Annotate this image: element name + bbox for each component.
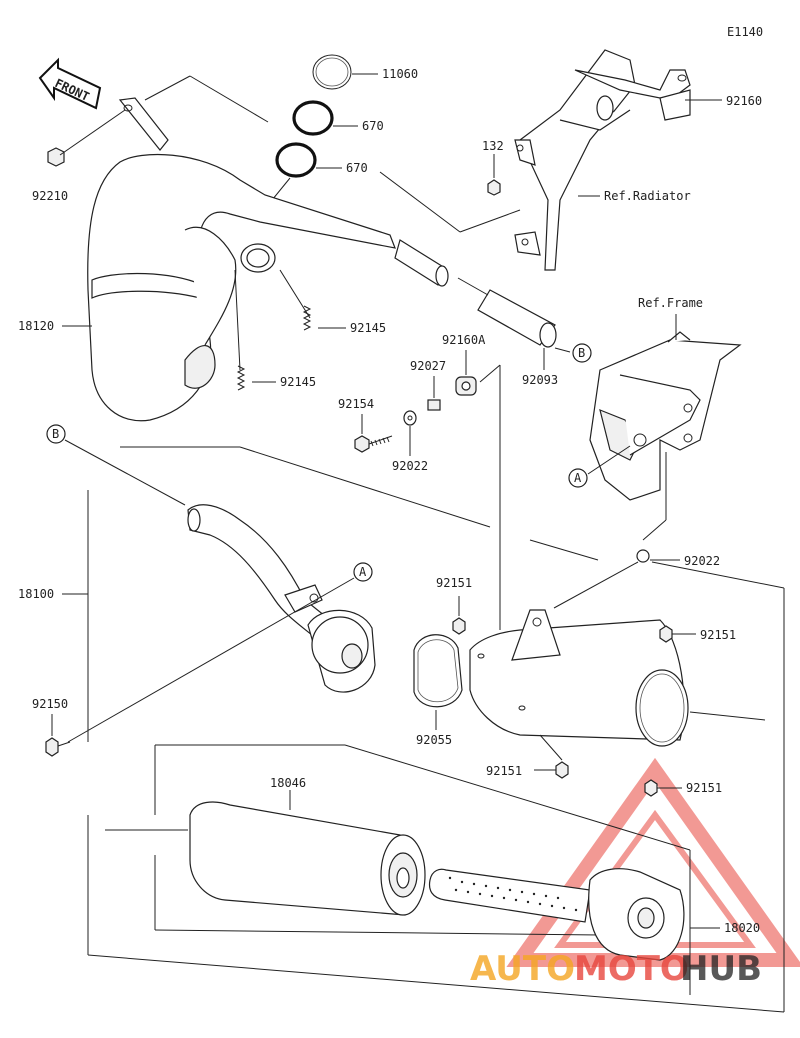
label-92151-lower-right: 92151 [686,781,722,795]
leader-a-frame [587,445,631,475]
label-670-upper: 670 [362,119,384,133]
label-670-lower: 670 [346,161,368,175]
bolt-92151-right-icon [659,625,673,643]
label-92150: 92150 [32,697,68,711]
o-ring-670-lower [275,142,317,178]
bolt-92151-lower-right-icon [644,779,658,797]
leader-radiator-a [379,171,461,233]
marker-a-lower-label: A [359,565,367,579]
label-92022-upper: 92022 [392,459,428,473]
front-arrow-icon: FRONT [38,57,102,110]
leader-header-top [144,75,191,101]
label-92160A: 92160A [442,333,486,347]
marker-b-upper-label: B [578,346,585,360]
leader-92145-spring-a [279,269,311,319]
bolt-92151-top-icon [452,617,466,635]
bolt-92154-icon [354,435,393,453]
muffler-body [469,609,689,747]
label-ref-radiator: Ref.Radiator [604,189,691,203]
label-ref-frame: Ref.Frame [638,296,703,310]
leader-b-joint [554,347,571,353]
label-18120: 18120 [18,319,54,333]
marker-a-frame [568,468,588,488]
nut-92210-icon [47,147,65,167]
exhaust-header-pipe-18120 [87,97,449,422]
marker-b-upper [572,343,592,363]
label-92151-top: 92151 [436,576,472,590]
marker-b-lower [46,424,66,444]
collar-92027-icon [427,399,441,411]
silencer-end-cap [588,868,685,961]
bolt-92150-icon [45,737,71,757]
label-132: 132 [482,139,504,153]
label-92210: 92210 [32,189,68,203]
leader-center-b [239,446,491,528]
diagram-code: E1140 [727,25,763,39]
leader-18100-bottom [87,954,785,1013]
leader-frame-washer [642,519,667,541]
leader-muffler-axis [689,711,766,721]
radiator-bracket [514,49,691,271]
label-92093: 92093 [522,373,558,387]
bolt-132-icon [487,179,501,196]
gasket-11060-inner [315,57,349,87]
leader-92160A-right [479,364,501,383]
leader-silencer-box-b [344,744,691,851]
leader-silencer-box-c [154,929,601,936]
perforated-inner-pipe [428,868,591,923]
joint-pipe-92093 [477,289,557,348]
watermark-part2: MOTO [574,949,689,989]
leader-92210 [59,109,126,156]
gasket-11060 [312,54,352,90]
label-92027: 92027 [410,359,446,373]
leader-92145-spring-b [234,269,241,371]
spring-92145-lower-icon [236,365,246,391]
label-11060: 11060 [382,67,418,81]
bolt-92151-bottom-icon [555,761,569,779]
watermark-part3: HUB [680,949,762,989]
leader-pipe-axis [457,277,489,296]
label-18020: 18020 [724,921,760,935]
label-92151-bottom: 92151 [486,764,522,778]
leader-92151-bottom-b [539,734,563,761]
silencer-outer-18046 [189,801,426,916]
watermark-text: AUTO MOTO HUB [470,949,762,989]
label-92022-lower: 92022 [684,554,720,568]
o-ring-670-upper [292,100,334,136]
marker-b-lower-label: B [52,427,59,441]
label-92160: 92160 [726,94,762,108]
marker-a-frame-label: A [574,471,582,485]
leader-washer-muffler [553,561,639,609]
spring-92145-upper-icon [302,305,312,331]
label-18046: 18046 [270,776,306,790]
label-92055: 92055 [416,733,452,747]
leader-washer-right [651,561,785,589]
label-92145-lower: 92145 [280,375,316,389]
label-18100: 18100 [18,587,54,601]
washer-92022-lower-icon [636,549,650,563]
gasket-92055 [413,634,463,708]
washer-92022-icon [403,410,417,426]
label-92154: 92154 [338,397,374,411]
watermark-part1: AUTO [470,949,575,989]
label-92151-right: 92151 [700,628,736,642]
leader-header-top-b [189,75,269,123]
leader-a-lower [67,577,355,743]
leader-center-c [529,539,599,561]
label-92145-upper: 92145 [350,321,386,335]
leader-b-lower [64,439,186,506]
marker-a-lower [353,562,373,582]
leader-radiator-b [459,209,521,233]
grommet-92160A-icon [455,376,477,396]
frame-section [589,331,742,501]
mid-pipe-18100 [187,504,376,693]
